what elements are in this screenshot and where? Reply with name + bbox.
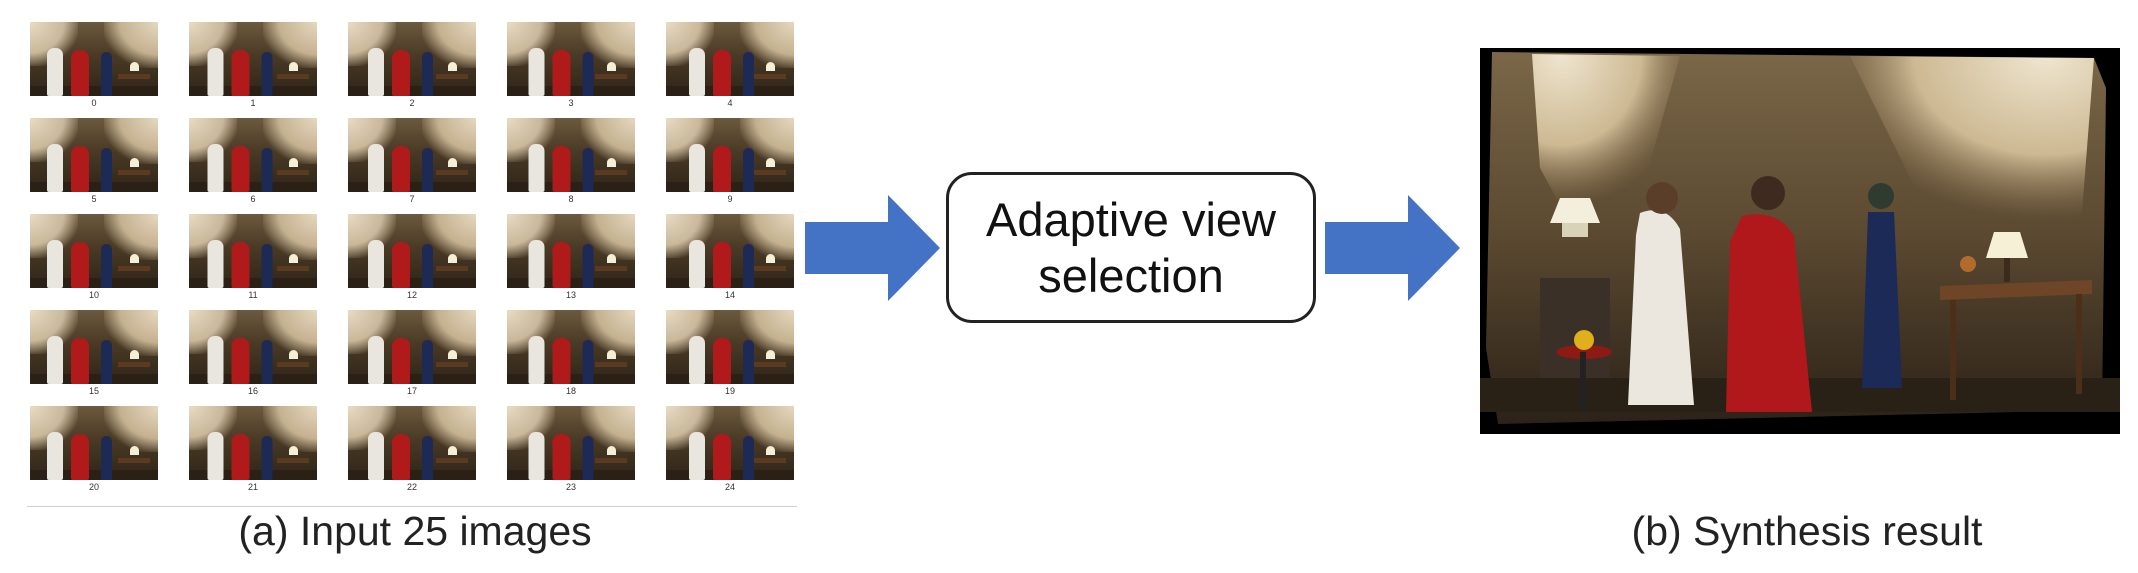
input-thumbnail: 9 [666, 118, 794, 206]
thumbnail-index: 2 [409, 98, 415, 108]
thumbnail-index: 14 [724, 290, 735, 300]
input-thumbnail: 0 [30, 22, 158, 110]
arrow-shape [805, 195, 940, 301]
input-caption: (a) Input 25 images [238, 508, 592, 554]
thumbnail-index: 9 [727, 194, 733, 204]
thumbnail-index: 13 [565, 290, 576, 300]
input-thumbnail: 17 [348, 310, 476, 398]
input-thumbnail: 1 [189, 22, 317, 110]
thumbnail-index: 16 [247, 386, 258, 396]
thumbnail-image [189, 118, 317, 192]
arrow-shape [1325, 195, 1460, 301]
thumbnail-image [30, 118, 158, 192]
thumbnail-image [30, 214, 158, 288]
input-thumbnail: 7 [348, 118, 476, 206]
thumbnail-image [189, 310, 317, 384]
arrow-right-icon [1325, 195, 1460, 301]
input-thumbnail: 14 [666, 214, 794, 302]
input-thumbnail: 16 [189, 310, 317, 398]
thumbnail-image [348, 118, 476, 192]
input-thumbnail: 19 [666, 310, 794, 398]
process-label: Adaptive view selection [986, 192, 1276, 302]
thumbnail-index: 18 [565, 386, 576, 396]
thumbnail-image [348, 22, 476, 96]
thumbnail-index: 15 [88, 386, 99, 396]
input-thumbnail: 10 [30, 214, 158, 302]
thumbnail-index: 4 [727, 98, 733, 108]
thumbnail-image [30, 406, 158, 480]
thumbnail-index: 17 [406, 386, 417, 396]
input-thumbnail: 21 [189, 406, 317, 494]
thumbnail-index: 20 [88, 482, 99, 492]
thumbnail-image [348, 310, 476, 384]
output-caption: (b) Synthesis result [1631, 508, 1983, 554]
input-thumbnail: 22 [348, 406, 476, 494]
thumbnail-image [30, 22, 158, 96]
input-thumbnail: 6 [189, 118, 317, 206]
thumbnail-image [348, 406, 476, 480]
input-thumbnail: 12 [348, 214, 476, 302]
thumbnail-index: 12 [406, 290, 417, 300]
grid-divider [27, 506, 797, 507]
thumbnail-image [666, 22, 794, 96]
input-thumbnail: 5 [30, 118, 158, 206]
thumbnail-image [507, 406, 635, 480]
thumbnail-index: 21 [247, 482, 258, 492]
input-thumbnail: 23 [507, 406, 635, 494]
input-thumbnail: 3 [507, 22, 635, 110]
thumbnail-index: 8 [568, 194, 574, 204]
thumbnail-image [507, 214, 635, 288]
thumbnail-image [30, 310, 158, 384]
thumbnail-image [507, 310, 635, 384]
thumbnail-image [189, 406, 317, 480]
thumbnail-index: 22 [406, 482, 417, 492]
adaptive-view-selection-box: Adaptive view selection [946, 172, 1316, 323]
input-thumbnail: 18 [507, 310, 635, 398]
input-thumbnail: 24 [666, 406, 794, 494]
arrow-right-icon [805, 195, 940, 301]
input-thumbnail: 11 [189, 214, 317, 302]
thumbnail-image [666, 406, 794, 480]
thumbnail-image [189, 22, 317, 96]
thumbnail-image [666, 310, 794, 384]
input-thumbnail: 20 [30, 406, 158, 494]
thumbnail-index: 1 [250, 98, 256, 108]
thumbnail-image [348, 214, 476, 288]
thumbnail-index: 3 [568, 98, 574, 108]
thumbnail-index: 23 [565, 482, 576, 492]
thumbnail-index: 19 [724, 386, 735, 396]
thumbnail-index: 11 [248, 290, 258, 300]
thumbnail-index: 10 [88, 290, 99, 300]
thumbnail-image [189, 214, 317, 288]
input-thumbnail: 2 [348, 22, 476, 110]
thumbnail-index: 24 [724, 482, 735, 492]
thumbnail-image [507, 118, 635, 192]
thumbnail-index: 0 [91, 98, 97, 108]
thumbnail-image [666, 214, 794, 288]
input-thumbnail: 4 [666, 22, 794, 110]
input-thumbnail: 15 [30, 310, 158, 398]
input-thumbnail: 13 [507, 214, 635, 302]
thumbnail-index: 6 [250, 194, 256, 204]
thumbnail-index: 7 [409, 194, 415, 204]
thumbnail-image [666, 118, 794, 192]
thumbnail-index: 5 [91, 194, 97, 204]
thumbnail-image [507, 22, 635, 96]
synthesis-result-image [1480, 48, 2120, 434]
input-thumbnail: 8 [507, 118, 635, 206]
